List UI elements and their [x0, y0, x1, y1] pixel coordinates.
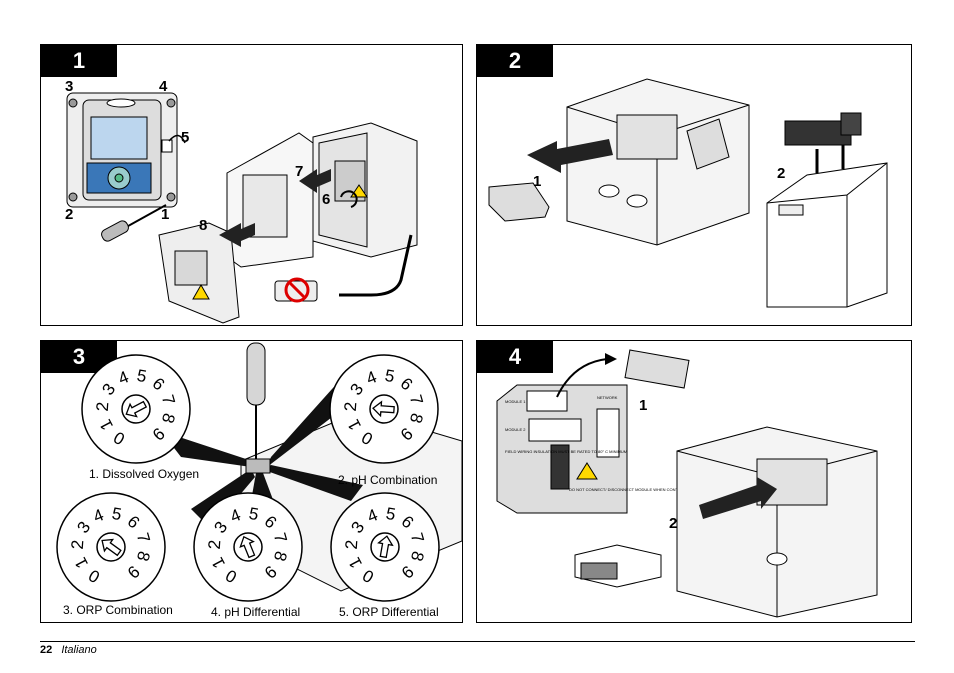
panel-2-badge: 2 — [477, 45, 553, 77]
panel-4: 4 MODULE 1 MODULE 2 NETWORK FIELD WIRING… — [476, 340, 912, 623]
dial-pointer-arrow — [239, 535, 256, 559]
panel-1-callout: 5 — [181, 129, 190, 146]
panel-2-illustration — [488, 78, 888, 308]
dial-digit: 5 — [385, 504, 398, 524]
dial-caption-3: 3. ORP Combination — [63, 603, 173, 617]
panel-1-callout: 7 — [295, 163, 304, 180]
panel-1-callout: 3 — [65, 78, 74, 95]
dial-digit: 2 — [205, 539, 225, 550]
language-label: Italiano — [61, 644, 97, 656]
panel-1-callout: 8 — [199, 217, 208, 234]
footer-rule — [40, 641, 915, 642]
terminal-block — [784, 120, 852, 146]
dial-digit: 2 — [68, 539, 88, 550]
network-text: NETWORK — [597, 395, 618, 400]
dial-digit: 5 — [248, 504, 261, 524]
panel-4-callout: 2 — [669, 515, 678, 532]
dial-digit: 2 — [93, 401, 113, 412]
dial-pointer-arrow — [125, 400, 148, 418]
dial-digit: 2 — [341, 401, 361, 412]
panel-1-badge: 1 — [41, 45, 117, 77]
screwdriver-icon — [101, 204, 167, 242]
dial-caption-1: 1. Dissolved Oxygen — [89, 467, 200, 481]
controller-screen — [90, 116, 148, 160]
disconnect-text: DO NOT CONNECT/ DISCONNECT MODULE WHEN C… — [569, 487, 722, 492]
no-power-icon — [284, 277, 310, 303]
panel-4-callout: 1 — [639, 397, 648, 414]
panel-4-illustration: MODULE 1 MODULE 2 NETWORK FIELD WIRING I… — [496, 349, 878, 618]
dial-caption-2: 2. pH Combination — [338, 473, 438, 487]
dial-digit: 5 — [136, 366, 149, 386]
panel-1-illustration — [66, 92, 418, 324]
panel-1-callout: 1 — [161, 206, 170, 223]
panel-1-callout: 6 — [322, 191, 331, 208]
panel-2: 2 1 2 — [476, 44, 912, 326]
dial-digit: 2 — [342, 539, 362, 550]
dial-caption-4: 4. pH Differential — [211, 605, 301, 619]
panel-1-callout: 2 — [65, 206, 74, 223]
dial-caption-5: 5. ORP Differential — [339, 605, 439, 619]
dial-digit: 5 — [111, 504, 124, 524]
dial-pointer-arrow — [372, 400, 395, 418]
panel-2-callout: 2 — [777, 165, 786, 182]
screwdriver-icon — [246, 342, 266, 406]
page-footer: 22 Italiano — [40, 644, 97, 656]
module2-text: MODULE 2 — [505, 427, 526, 432]
panel-2-callout: 1 — [533, 173, 542, 190]
dial-digit: 5 — [384, 366, 397, 386]
dial-pointer-arrow — [101, 538, 122, 557]
module1-text: MODULE 1 — [505, 399, 526, 404]
panel-1: 1 — [40, 44, 463, 326]
dial-pointer-arrow — [377, 535, 394, 559]
panel-4-badge: 4 — [477, 341, 553, 373]
field-wiring-text: FIELD WIRING INSULATION MUST BE RATED TO… — [505, 449, 627, 454]
panel-1-callout: 4 — [159, 78, 168, 95]
page-number: 22 — [40, 644, 53, 656]
